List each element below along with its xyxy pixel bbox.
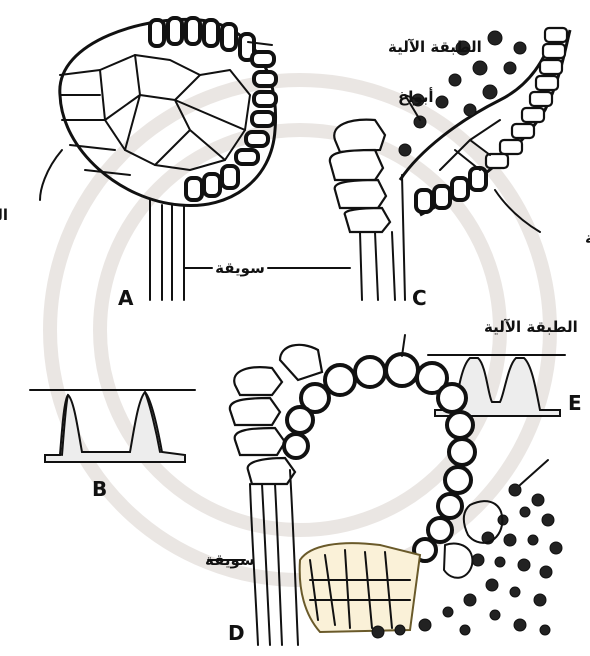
panel-letter-a: A	[118, 286, 134, 310]
panel-letter-e: E	[568, 391, 582, 415]
label-a-lip-cells: الخلايا الشفوية	[0, 206, 8, 224]
panel-a-sporangium	[40, 18, 276, 300]
label-a-mechanical-layer: الطبقة الآلية	[388, 38, 482, 56]
panel-letter-c: C	[412, 286, 427, 310]
panel-letter-d: D	[228, 621, 245, 645]
label-d-stalk: سويقة	[205, 551, 255, 569]
label-c-mechanical-layer: الطبقة الآلية	[585, 229, 590, 247]
label-c-spores: أبواغ	[398, 87, 434, 106]
label-d-mechanical-layer: الطبقة الآلية	[484, 318, 578, 336]
label-a-stalk: سويقة	[215, 259, 265, 277]
watermark	[50, 80, 550, 580]
panel-letter-b: B	[92, 477, 107, 501]
